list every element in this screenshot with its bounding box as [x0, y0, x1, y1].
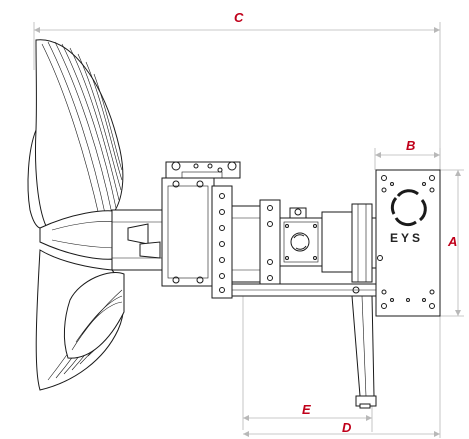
support-leg [351, 295, 377, 409]
shaft-housing [111, 209, 165, 271]
mounting-plate: EYS [375, 169, 441, 317]
gearbox-body [161, 177, 263, 299]
propeller-blade-rear [63, 272, 125, 359]
propeller [27, 39, 125, 391]
dimension-a-label: A [447, 234, 457, 249]
dimension-b: B [374, 138, 441, 170]
motor-body [321, 203, 379, 283]
dimension-e-label: E [302, 402, 311, 417]
dimension-e: E [242, 295, 373, 432]
base-rail [231, 283, 377, 297]
dimension-d-label: D [342, 420, 352, 435]
dimension-d: D [243, 316, 441, 438]
dimension-b-label: B [406, 138, 415, 153]
brand-name: EYS [390, 231, 423, 245]
terminal-box [279, 207, 323, 267]
dimension-c-label: C [234, 10, 244, 25]
brand-logo-icon [390, 189, 427, 227]
blade-ribs-upper [41, 41, 123, 221]
lifting-bracket [165, 161, 241, 179]
motor-flange [259, 199, 281, 287]
dimension-c: C [33, 10, 441, 170]
dimension-a: A [440, 169, 464, 317]
